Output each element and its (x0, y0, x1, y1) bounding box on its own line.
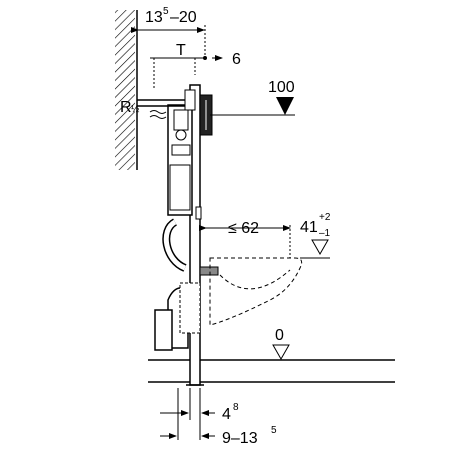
label-9-13-5: 9–13 (222, 430, 258, 447)
height-marker-41: 41 +2 –1 (300, 212, 331, 259)
wc-bowl (209, 257, 303, 326)
label-41-plus: +2 (319, 212, 331, 223)
label-r-half: R ½ (120, 99, 140, 116)
floor (148, 359, 395, 383)
height-marker-0: 0 (272, 327, 290, 361)
label-100: 100 (268, 79, 295, 96)
label-r: R (120, 99, 132, 116)
cistern (167, 104, 193, 216)
dimension-bottom: 4 8 9–13 5 (160, 388, 277, 447)
height-marker-100: 100 (210, 79, 295, 116)
label-6: 6 (232, 51, 241, 68)
label-4-8-sup: 8 (233, 402, 239, 413)
label-4-8: 4 (222, 406, 231, 423)
drain-pipe (154, 218, 219, 351)
wall (115, 10, 138, 170)
label-le62: ≤ 62 (228, 220, 259, 237)
label-r-frac: ½ (131, 104, 140, 115)
label-13-5-20: 13 (145, 9, 163, 26)
label-9-13-5-sup: 5 (271, 425, 277, 436)
label-41-minus: –1 (319, 228, 331, 239)
dimension-le62: ≤ 62 (199, 220, 291, 258)
label-13-5-sup: 5 (163, 6, 169, 17)
dimension-wall-to-frame: 13 5 –20 (131, 6, 206, 60)
label-41: 41 (300, 219, 318, 236)
label-0: 0 (275, 327, 284, 344)
water-supply (137, 89, 196, 119)
dimension-t: T 6 (150, 42, 241, 90)
installation-frame (186, 84, 204, 386)
label-13-5-rest: –20 (170, 9, 197, 26)
label-t: T (176, 42, 186, 59)
